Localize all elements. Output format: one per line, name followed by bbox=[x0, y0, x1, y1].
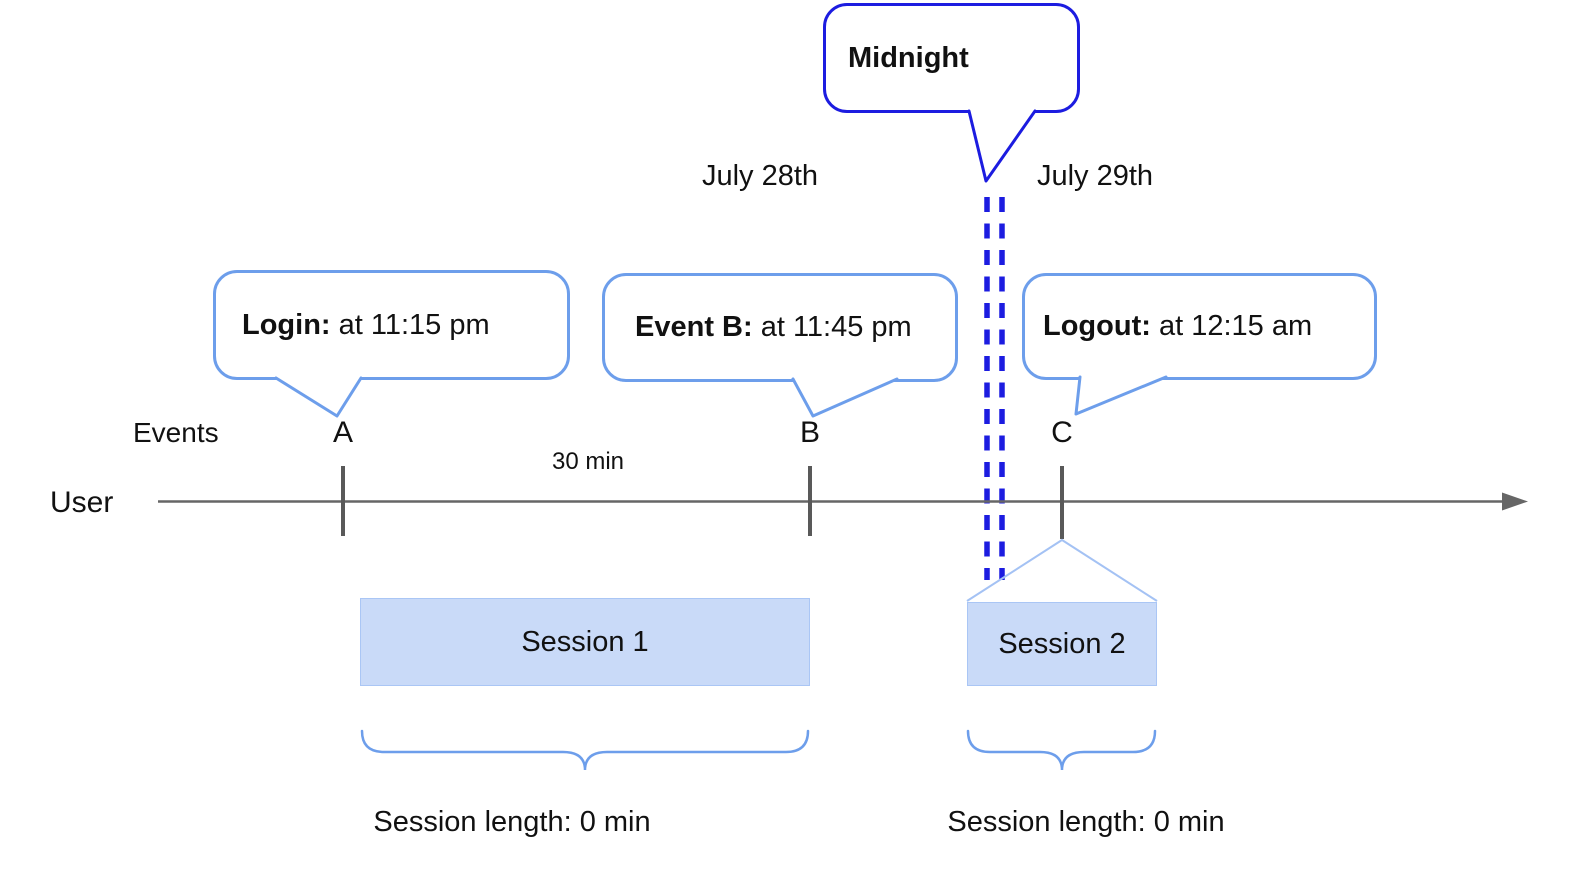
session2-length-label: Session length: 0 min bbox=[947, 806, 1225, 838]
event-a-label: A bbox=[332, 416, 354, 449]
session2-length-brace bbox=[966, 729, 1157, 771]
date-july-28: July 28th bbox=[701, 160, 819, 192]
midnight-label: Midnight bbox=[848, 41, 969, 74]
midnight-bubble-tail bbox=[967, 109, 1037, 183]
session1-box: Session 1 bbox=[360, 598, 810, 686]
session1-length-label: Session length: 0 min bbox=[373, 806, 651, 838]
login-callout-bubble: Login: at 11:15 pm bbox=[213, 270, 570, 380]
logout-bubble-tail bbox=[1074, 375, 1168, 416]
interval-label: 30 min bbox=[551, 448, 625, 475]
login-label: Login: at 11:15 pm bbox=[242, 308, 490, 341]
event-b-label: B bbox=[799, 416, 821, 449]
session1-length-brace bbox=[360, 729, 810, 771]
event-c-label: C bbox=[1051, 416, 1073, 449]
events-row-label: Events bbox=[133, 417, 219, 448]
session1-label: Session 1 bbox=[521, 625, 649, 658]
login-bubble-tail bbox=[274, 376, 363, 418]
logout-callout-bubble: Logout: at 12:15 am bbox=[1022, 273, 1377, 380]
logout-label: Logout: at 12:15 am bbox=[1043, 310, 1313, 342]
timeline-arrowhead-icon bbox=[1502, 492, 1528, 511]
event-b-label: Event B: at 11:45 pm bbox=[635, 311, 912, 343]
event-b-bubble-tail bbox=[791, 377, 899, 418]
midnight-callout-bubble: Midnight bbox=[823, 3, 1080, 113]
user-row-label: User bbox=[50, 486, 114, 519]
event-b-callout-bubble: Event B: at 11:45 pm bbox=[602, 273, 958, 382]
session2-box: Session 2 bbox=[967, 602, 1157, 686]
session2-label: Session 2 bbox=[998, 627, 1126, 660]
event-c-to-session2-connector bbox=[966, 538, 1158, 602]
date-july-29: July 29th bbox=[1036, 160, 1154, 192]
